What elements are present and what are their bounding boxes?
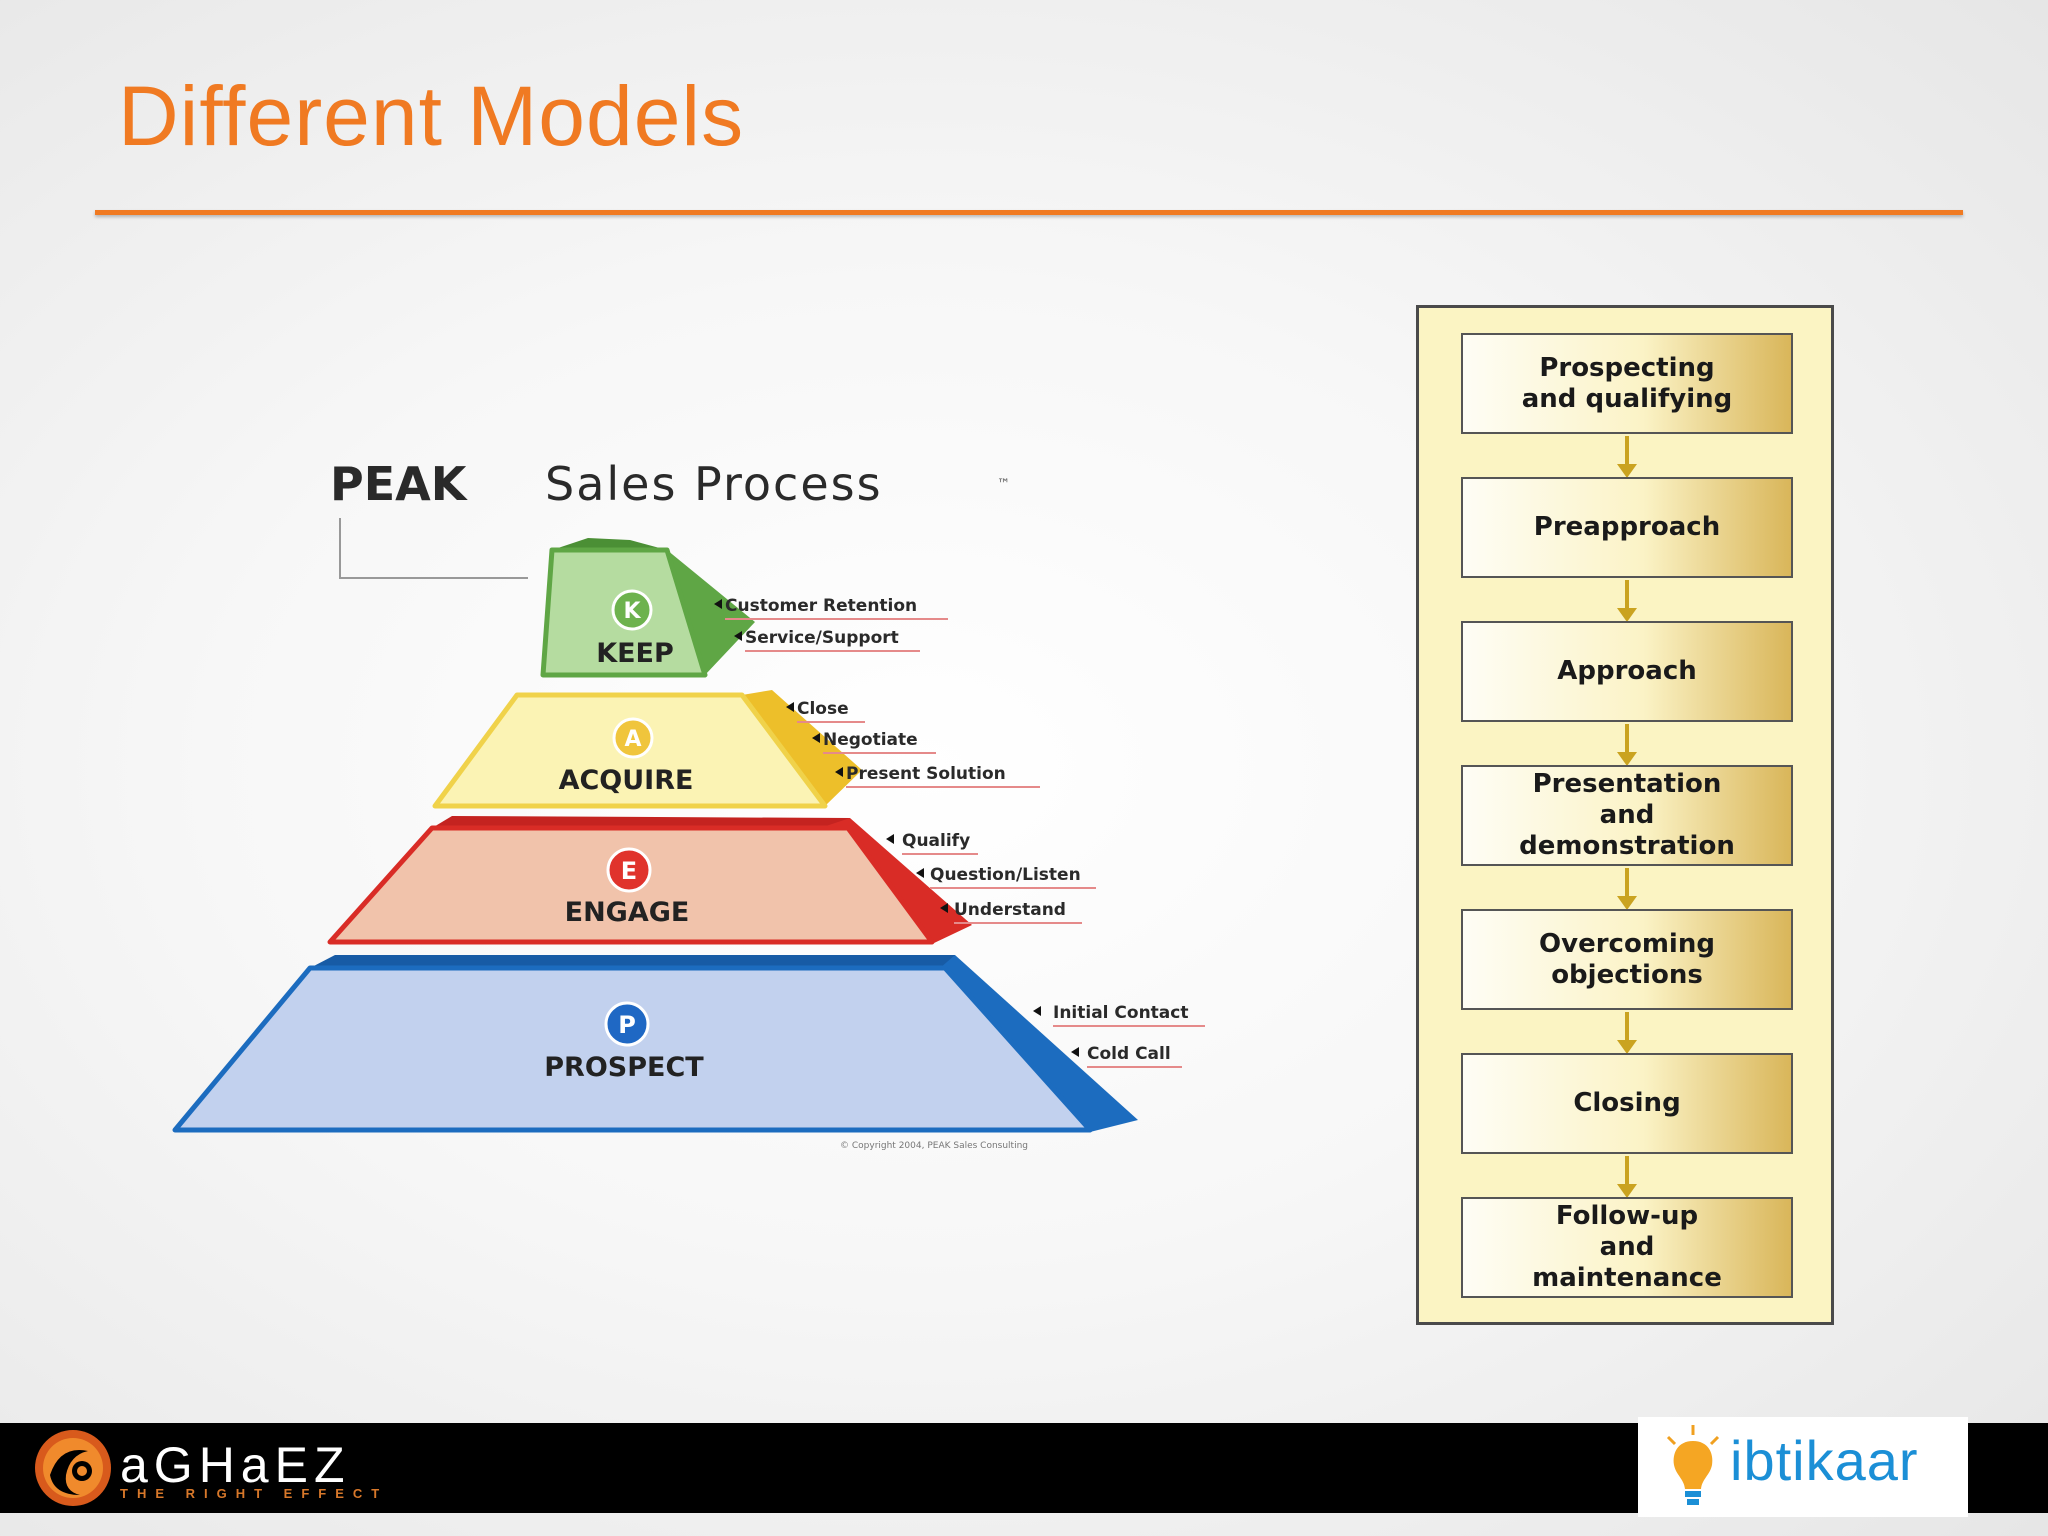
- acquire-steps: Close Negotiate Present Solution: [786, 699, 1040, 788]
- tier-prospect-name: PROSPECT: [544, 1052, 704, 1083]
- tier-engage-badge: [606, 847, 652, 893]
- tier-prospect-letter: P: [618, 1011, 636, 1039]
- heading-bracket: [339, 518, 528, 579]
- prospect-step-label: Cold Call: [1087, 1044, 1171, 1064]
- lightbulb-icon: [1666, 1425, 1720, 1505]
- flow-step-prospecting: Prospecting and qualifying: [1461, 333, 1793, 434]
- tier-acquire-badge: [612, 717, 654, 759]
- slide-title: Different Models: [118, 69, 745, 163]
- peak-pyramid-diagram: PEAK Sales Process ™ K KEEP A ACQUIRE E …: [172, 457, 1205, 1151]
- flow-arrow-icon: [1617, 1156, 1637, 1200]
- tier-prospect: P PROSPECT: [172, 955, 1138, 1133]
- peak-copyright: © Copyright 2004, PEAK Sales Consulting: [840, 1141, 1028, 1151]
- peak-heading-rest: Sales Process: [545, 457, 883, 511]
- tier-acquire-name: ACQUIRE: [559, 765, 694, 796]
- ibtikaar-logo-panel: [1638, 1417, 1968, 1517]
- flow-step-closing: Closing: [1461, 1053, 1793, 1154]
- tier-keep-letter: K: [623, 599, 641, 624]
- engage-step-label: Question/Listen: [930, 865, 1081, 885]
- aghaez-wordmark: aGHaEZ: [120, 1437, 351, 1493]
- tier-prospect-badge: [604, 1001, 650, 1047]
- flow-arrow-icon: [1617, 868, 1637, 912]
- flow-arrow-icon: [1617, 1012, 1637, 1056]
- engage-steps: Qualify Question/Listen Understand: [886, 831, 1096, 924]
- flow-step-presentation: Presentation and demonstration: [1461, 765, 1793, 866]
- keep-step-label: Service/Support: [745, 628, 899, 648]
- tier-acquire: A ACQUIRE: [432, 690, 862, 809]
- keep-step-label: Customer Retention: [725, 596, 917, 616]
- tier-acquire-letter: A: [624, 727, 641, 752]
- flow-step-approach: Approach: [1461, 621, 1793, 722]
- flow-step-follow-up: Follow-up and maintenance: [1461, 1197, 1793, 1298]
- flow-step-overcoming-objections: Overcoming objections: [1461, 909, 1793, 1010]
- tier-keep-badge: [611, 589, 653, 631]
- tier-keep-name: KEEP: [596, 638, 674, 669]
- tier-engage-name: ENGAGE: [565, 897, 690, 928]
- ibtikaar-wordmark: ibtikaar: [1730, 1429, 1919, 1492]
- tier-engage: E ENGAGE: [327, 816, 972, 945]
- flow-arrow-icon: [1617, 580, 1637, 624]
- tier-keep: K KEEP: [540, 538, 755, 678]
- acquire-step-label: Negotiate: [823, 730, 918, 750]
- sales-process-flowchart: Prospecting and qualifying Preapproach A…: [1416, 305, 1834, 1325]
- tier-engage-letter: E: [621, 857, 637, 885]
- engage-step-label: Qualify: [902, 831, 970, 851]
- acquire-step-label: Present Solution: [846, 764, 1006, 784]
- aghaez-tagline: THE RIGHT EFFECT: [120, 1486, 389, 1501]
- prospect-steps: Initial Contact Cold Call: [1033, 1003, 1205, 1068]
- peak-heading-bold: PEAK: [330, 457, 469, 511]
- keep-steps: Customer Retention Service/Support: [714, 596, 948, 652]
- engage-step-label: Understand: [954, 900, 1066, 920]
- flow-arrow-icon: [1617, 436, 1637, 480]
- flow-step-preapproach: Preapproach: [1461, 477, 1793, 578]
- prospect-step-label: Initial Contact: [1053, 1003, 1189, 1023]
- title-divider: [95, 210, 1963, 215]
- acquire-step-label: Close: [797, 699, 849, 719]
- aghaez-logo-icon: [35, 1430, 111, 1506]
- peak-trademark: ™: [997, 477, 1010, 492]
- flow-arrow-icon: [1617, 724, 1637, 768]
